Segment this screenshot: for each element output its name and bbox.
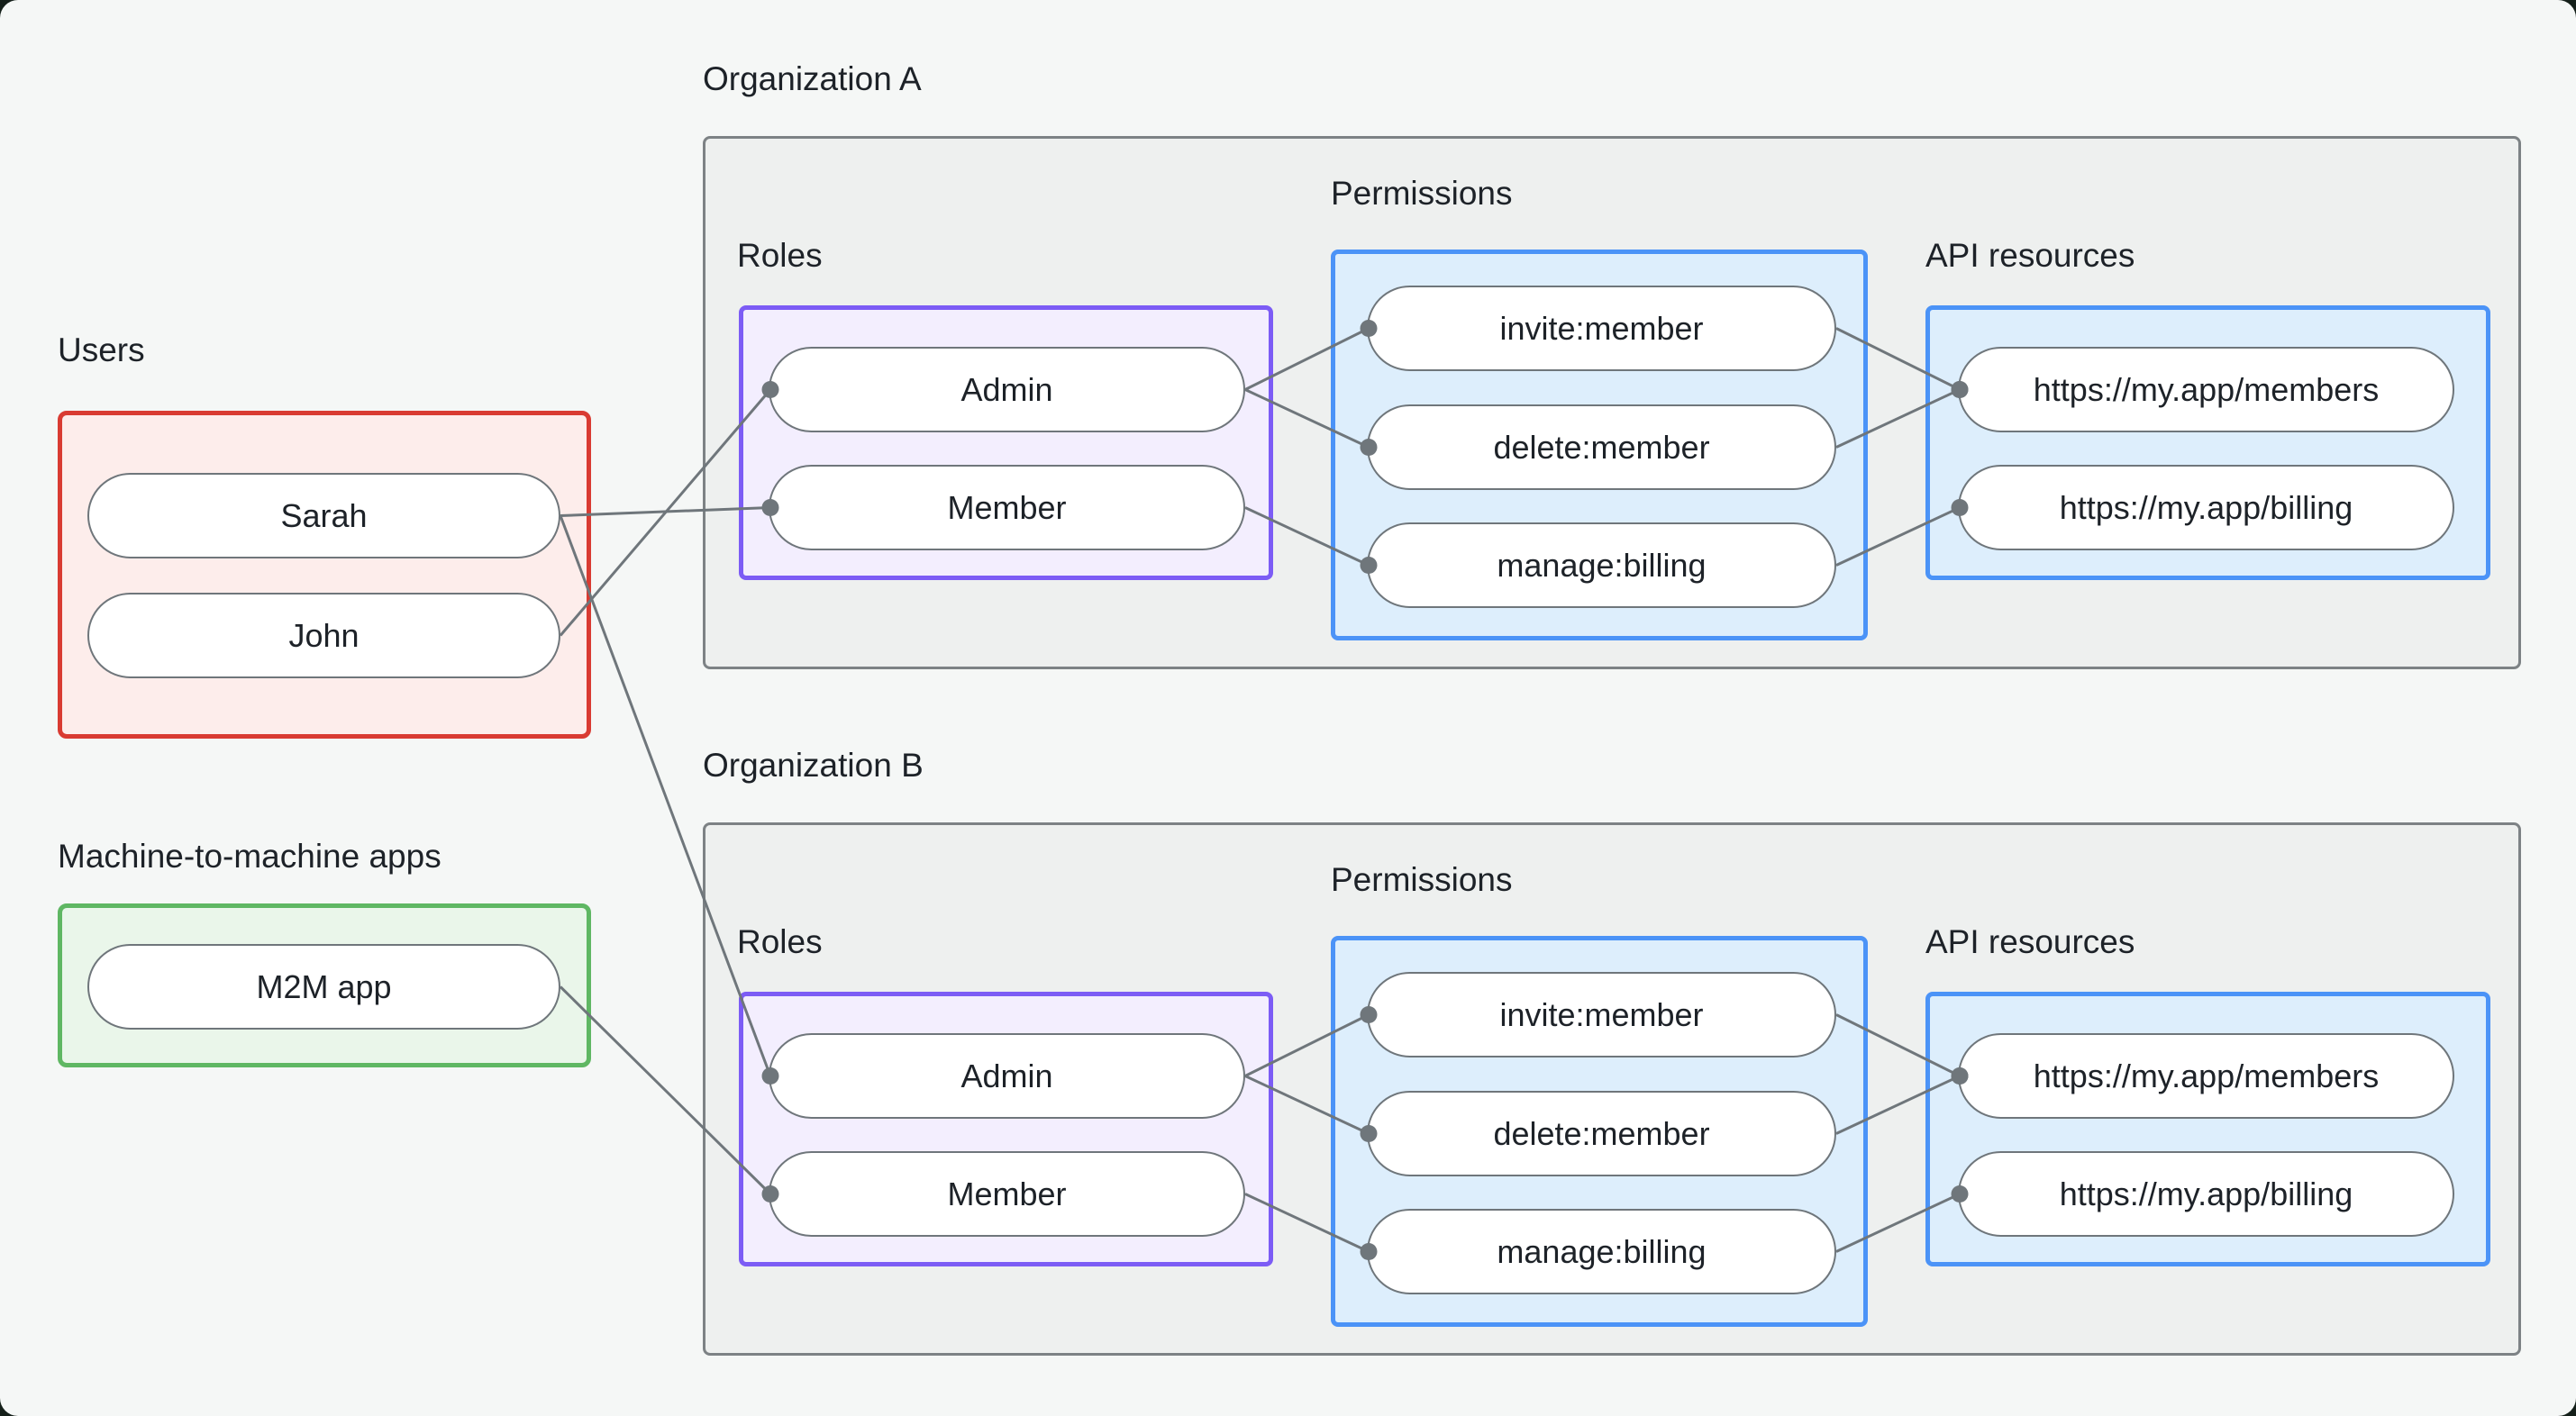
org-b-permissions-label: Permissions: [1331, 861, 1513, 898]
org-b-permission-manage-billing: manage:billing: [1367, 1209, 1836, 1294]
org-b-api-billing: https://my.app/billing: [1958, 1151, 2454, 1237]
org-b-role-member: Member: [769, 1151, 1245, 1237]
org-a-api-members: https://my.app/members: [1958, 347, 2454, 432]
org-a-role-admin: Admin: [769, 347, 1245, 432]
org-b-api-resources-label: API resources: [1925, 923, 2135, 960]
org-b-role-admin: Admin: [769, 1033, 1245, 1119]
org-a-permission-manage-billing: manage:billing: [1367, 522, 1836, 608]
org-a-api-resources-label: API resources: [1925, 237, 2135, 274]
org-b-api-members: https://my.app/members: [1958, 1033, 2454, 1119]
user-node-john: John: [87, 593, 560, 678]
users-group-box: [58, 411, 591, 739]
org-b-roles-label: Roles: [737, 923, 823, 960]
users-group-label: Users: [58, 331, 145, 368]
org-a-roles-label: Roles: [737, 237, 823, 274]
m2m-app-node: M2M app: [87, 944, 560, 1030]
user-node-sarah: Sarah: [87, 473, 560, 558]
org-b-permission-delete-member: delete:member: [1367, 1091, 1836, 1176]
org-a-permission-invite-member: invite:member: [1367, 286, 1836, 371]
org-a-role-member: Member: [769, 465, 1245, 550]
m2m-group-label: Machine-to-machine apps: [58, 838, 441, 875]
org-b-permission-invite-member: invite:member: [1367, 972, 1836, 1057]
org-a-api-billing: https://my.app/billing: [1958, 465, 2454, 550]
org-b-title: Organization B: [703, 747, 924, 784]
org-a-title: Organization A: [703, 60, 922, 97]
org-a-permission-delete-member: delete:member: [1367, 404, 1836, 490]
org-a-permissions-label: Permissions: [1331, 175, 1513, 212]
